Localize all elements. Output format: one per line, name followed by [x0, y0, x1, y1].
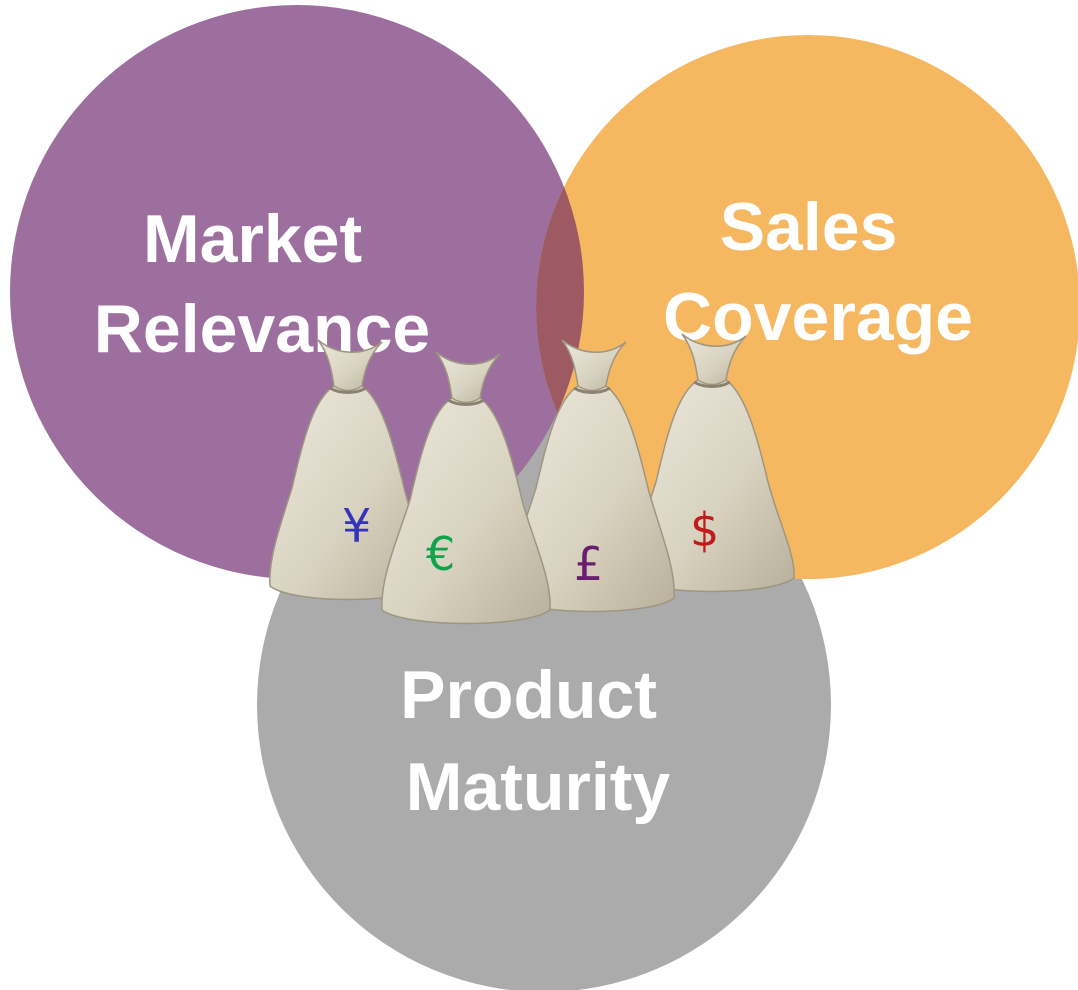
yen-symbol: ¥ — [342, 499, 371, 553]
dollar-symbol: $ — [690, 503, 719, 557]
product-maturity-label-line-2: Maturity — [406, 749, 671, 825]
euro-symbol: € — [426, 527, 455, 581]
product-maturity-label-line-1: Product — [400, 657, 657, 733]
money-bag-pound: £ — [509, 339, 675, 613]
money-bag-euro: € — [381, 351, 551, 625]
market-relevance-label: Market Relevance — [94, 201, 430, 367]
money-bag-dollar: $ — [629, 333, 795, 593]
market-relevance-label-line-2: Relevance — [94, 291, 430, 367]
market-relevance-label-line-1: Market — [143, 201, 362, 277]
pound-symbol: £ — [574, 537, 603, 591]
sales-coverage-label-line-1: Sales — [720, 189, 898, 265]
sales-coverage-label-line-2: Coverage — [663, 279, 973, 355]
sales-coverage-label: Sales Coverage — [663, 189, 973, 355]
money-bag-yen: ¥ — [269, 339, 427, 601]
product-maturity-label: Product Maturity — [400, 657, 676, 825]
